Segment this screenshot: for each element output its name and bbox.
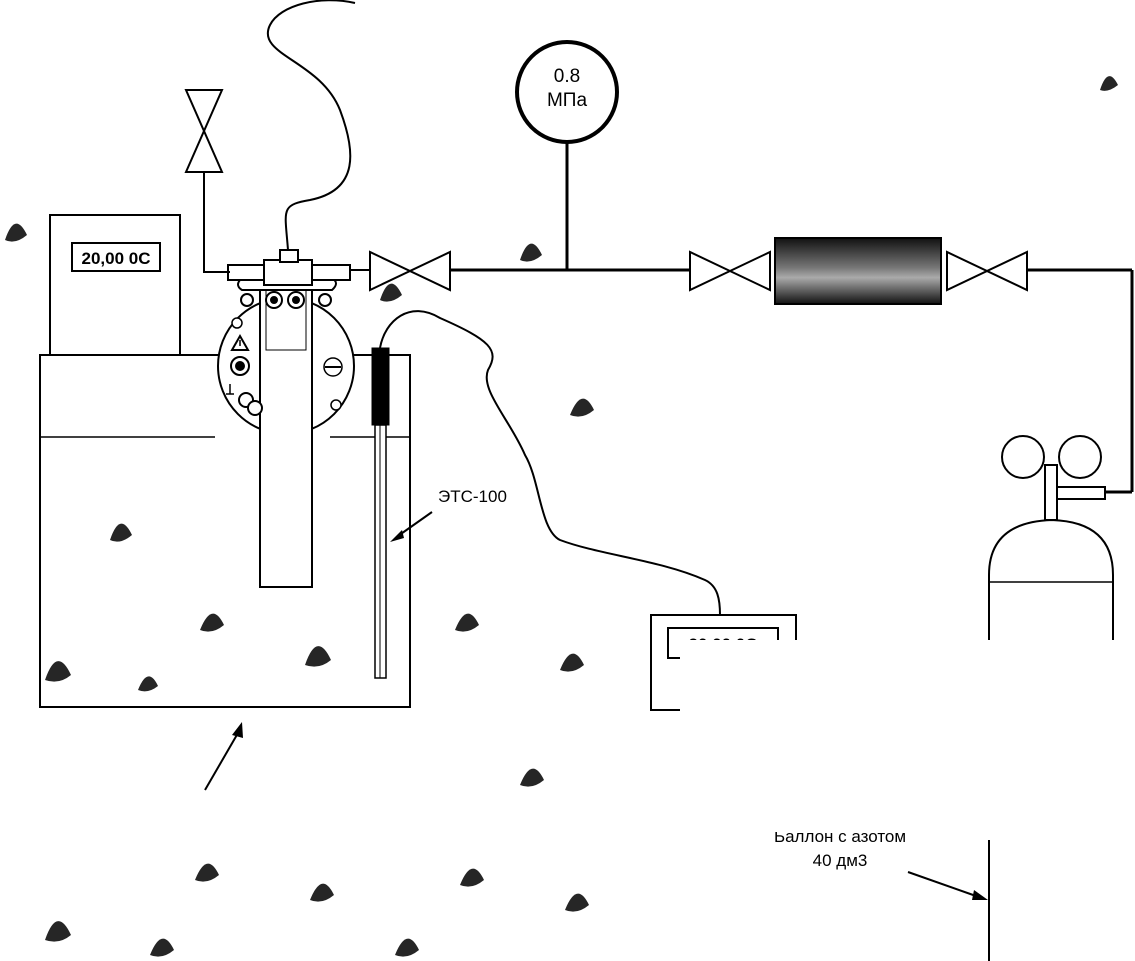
pressure-gauge: 0.8 МПа [515, 40, 619, 144]
vent-valve [184, 89, 230, 273]
cylinder-valve [946, 250, 1028, 292]
left-meter: 20,00 0С [49, 214, 181, 356]
pressure-sensor [217, 289, 355, 588]
sensor-label-group: ЭТС-100 [390, 487, 507, 542]
probe-cable [379, 310, 721, 616]
inlet-valve [689, 250, 771, 292]
nitrogen-cylinder [988, 435, 1114, 961]
main-pipeline [450, 140, 1134, 494]
cylinder-label-line2: 40 дм3 [813, 851, 868, 870]
gauge-value: 0.8 [554, 66, 580, 87]
thermostat-bath [39, 354, 411, 708]
cylinder-label-group: Баллон с азотом 40 дм3 [740, 820, 988, 900]
gauge-unit: МПа [547, 90, 587, 111]
right-meter: 20,00 0С [650, 614, 1135, 840]
left-meter-display [71, 242, 161, 272]
filter-cartridge [774, 237, 942, 305]
sensor-label: ЭТС-100 [438, 487, 507, 506]
main-valve [350, 250, 451, 292]
left-meter-value: 20,00 0С [82, 249, 151, 268]
sensor-cable [266, 0, 356, 251]
sensor-clamp [227, 249, 351, 309]
bath-arrow [204, 722, 243, 791]
reference-thermometer [371, 347, 390, 679]
background-droplets [5, 76, 1118, 957]
